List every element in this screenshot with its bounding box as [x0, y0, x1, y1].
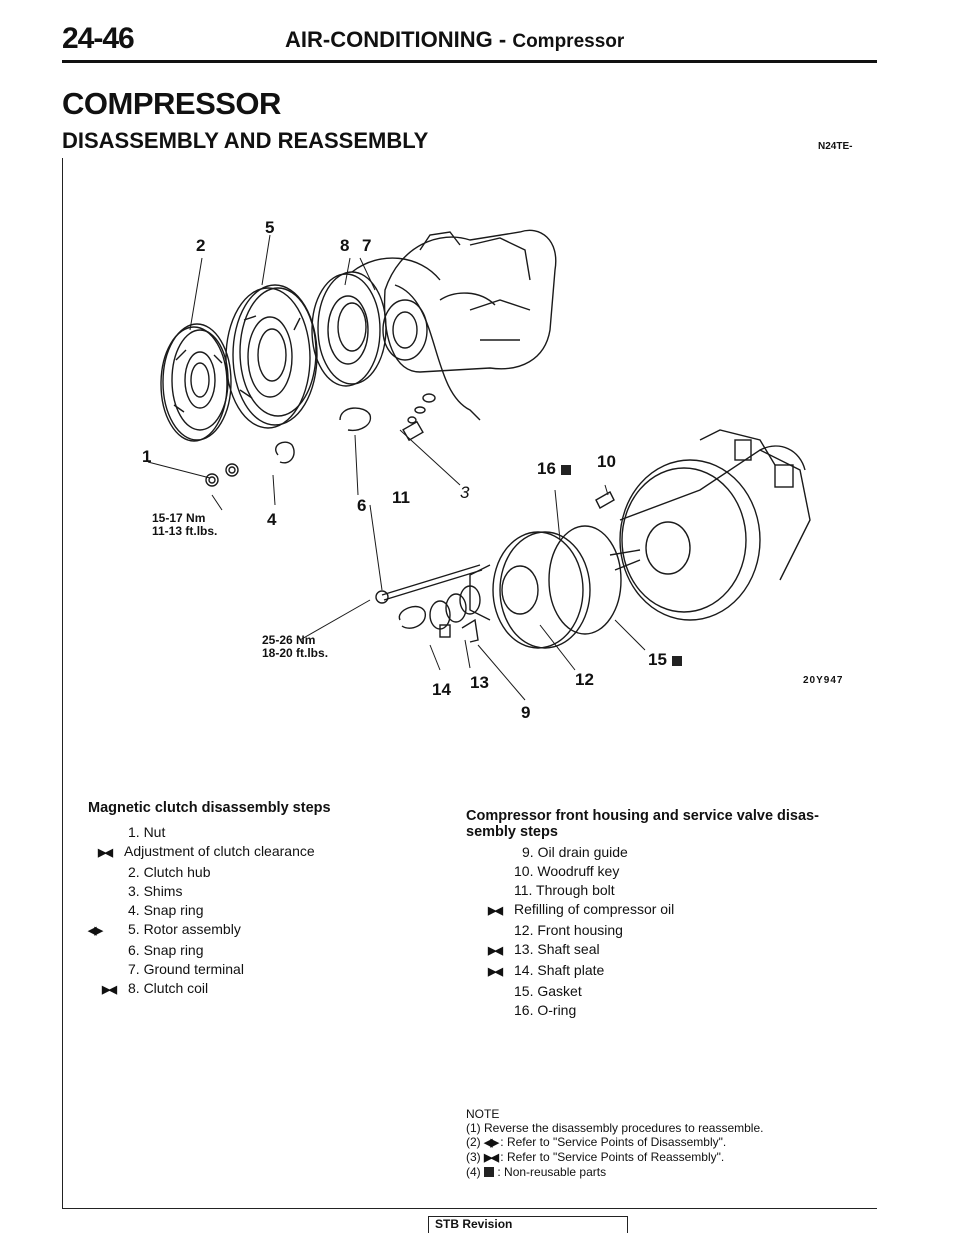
- header-rule: [62, 60, 877, 63]
- torque-ftlbs: 18-20 ft.lbs.: [262, 646, 329, 660]
- callout-8: 8: [340, 236, 350, 255]
- note-line: (4) : Non-reusable parts: [466, 1165, 607, 1179]
- callout-1: 1: [142, 447, 152, 466]
- note-block: NOTE (1) Reverse the disassembly procedu…: [466, 1107, 763, 1179]
- callout-16-number: 16: [537, 459, 556, 478]
- nut-drawing: [205, 463, 239, 487]
- torque-spec-nut: 15-17 Nm 11-13 ft.lbs.: [152, 512, 217, 538]
- list-item: 3. Shims: [128, 883, 183, 899]
- compressor-rear-drawing: [609, 429, 811, 621]
- callout-15-number: 15: [648, 650, 667, 669]
- heading-line: Compressor front housing and service val…: [466, 808, 819, 824]
- non-reusable-icon: [484, 1167, 495, 1177]
- list-item: 4. Snap ring: [128, 902, 204, 918]
- woodruff-key-drawing: [595, 491, 615, 509]
- section-code: N24TE-: [818, 141, 853, 152]
- list-item: 1. Nut: [128, 824, 166, 840]
- page-number: 24-46: [62, 22, 135, 55]
- list-item: 16. O-ring: [514, 1002, 577, 1018]
- list-item: 9. Oil drain guide: [522, 844, 628, 860]
- leader-lines: [147, 234, 646, 701]
- non-reusable-icon: [671, 656, 682, 666]
- list-item: 11. Through bolt: [514, 882, 615, 898]
- callout-13: 13: [470, 673, 489, 692]
- header-subsection: Compressor: [512, 31, 625, 52]
- callout-4: 4: [267, 510, 277, 529]
- front-housing-drawing: [469, 531, 591, 649]
- callout-10: 10: [597, 452, 616, 471]
- compressor-body-drawing: [382, 229, 557, 373]
- snap-ring-4-drawing: [275, 441, 295, 464]
- snap-ring-6-drawing: [339, 407, 372, 432]
- torque-spec-bolt: 25-26 Nm 18-20 ft.lbs.: [262, 634, 328, 660]
- page-subtitle: DISASSEMBLY AND REASSEMBLY: [62, 128, 429, 153]
- gasket-drawing: [548, 525, 622, 635]
- list-item: ▶◀Adjustment of clutch clearance: [98, 843, 315, 859]
- callout-16: 16: [537, 459, 571, 479]
- torque-ftlbs: 11-13 ft.lbs.: [152, 524, 218, 538]
- ground-wire: [394, 284, 481, 421]
- callout-12: 12: [575, 670, 594, 689]
- list-item: ◀▶5. Rotor assembly: [88, 921, 241, 937]
- list-item: ▶◀Refilling of compressor oil: [488, 901, 675, 917]
- magnetic-steps-list: 1. Nut ▶◀Adjustment of clutch clearance …: [88, 823, 428, 1000]
- list-item: ▶◀8. Clutch coil: [102, 980, 209, 996]
- note-line: (3) ▶◀ : Refer to "Service Points of Rea…: [466, 1150, 725, 1164]
- clutch-coil-drawing: [311, 257, 441, 387]
- compressor-exploded-diagram: [147, 229, 811, 701]
- compressor-steps-heading: Compressor front housing and service val…: [466, 808, 819, 840]
- non-reusable-icon: [560, 465, 571, 475]
- header-section: AIR-CONDITIONING: [285, 27, 493, 52]
- torque-nm: 25-26 Nm: [262, 633, 316, 647]
- note-line: (2) ◀▶ : Refer to "Service Points of Dis…: [466, 1135, 727, 1149]
- list-item: 6. Snap ring: [128, 942, 204, 958]
- page-title: COMPRESSOR: [62, 86, 281, 121]
- header-separator: -: [498, 27, 507, 52]
- clutch-hub-drawing: [160, 323, 232, 442]
- list-item: 12. Front housing: [514, 922, 623, 938]
- footer-revision-box: STB Revision: [428, 1216, 628, 1233]
- callout-15: 15: [648, 650, 682, 670]
- figure-code: 20Y947: [803, 675, 844, 686]
- torque-nm: 15-17 Nm: [152, 511, 206, 525]
- callout-14: 14: [432, 680, 451, 699]
- rotor-drawing: [225, 284, 318, 429]
- list-item: 15. Gasket: [514, 983, 582, 999]
- bottom-rule: [62, 1208, 877, 1209]
- callout-7: 7: [362, 236, 372, 255]
- callout-6: 6: [357, 496, 367, 515]
- list-item: ▶◀13. Shaft seal: [488, 941, 600, 957]
- ground-terminal-drawing: [402, 420, 424, 442]
- list-item: 7. Ground terminal: [128, 961, 244, 977]
- callout-3: 3: [460, 483, 470, 502]
- compressor-steps-list: 9. Oil drain guide 10. Woodruff key 11. …: [488, 843, 828, 1020]
- callout-5: 5: [265, 218, 275, 237]
- list-item: 2. Clutch hub: [128, 864, 211, 880]
- callout-2: 2: [196, 236, 206, 255]
- note-line: (1) Reverse the disassembly procedures t…: [466, 1121, 764, 1135]
- heading-line: sembly steps: [466, 824, 558, 840]
- list-item: 10. Woodruff key: [514, 863, 620, 879]
- left-rule: [62, 158, 63, 1208]
- through-bolt-drawing: [381, 564, 483, 601]
- list-item: ▶◀14. Shaft plate: [488, 962, 605, 978]
- header-title: AIR-CONDITIONING - Compressor: [285, 27, 624, 53]
- callout-9: 9: [521, 703, 531, 722]
- note-title: NOTE: [466, 1107, 500, 1121]
- callout-11: 11: [392, 488, 410, 507]
- magnetic-steps-heading: Magnetic clutch disassembly steps: [88, 800, 331, 816]
